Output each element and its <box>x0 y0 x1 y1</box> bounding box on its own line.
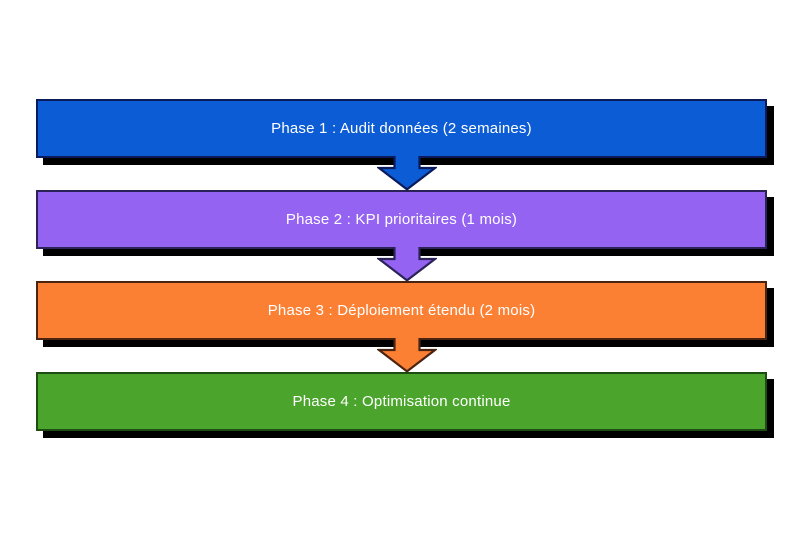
phase-1-label: Phase 1 : Audit données (2 semaines) <box>271 120 532 137</box>
phase-3-label: Phase 3 : Déploiement étendu (2 mois) <box>267 302 536 319</box>
phase-4-label: Phase 4 : Optimisation continue <box>292 393 511 410</box>
phase-2-box: Phase 2 : KPI prioritaires (1 mois) <box>36 190 767 249</box>
arrow-down-icon <box>377 338 437 373</box>
phase-2-label: Phase 2 : KPI prioritaires (1 mois) <box>285 211 518 228</box>
arrow-down-icon <box>377 247 437 282</box>
phase-1-box: Phase 1 : Audit données (2 semaines) <box>36 99 767 158</box>
phase-4-box: Phase 4 : Optimisation continue <box>36 372 767 431</box>
arrow-down-icon <box>377 156 437 191</box>
phase-3-box: Phase 3 : Déploiement étendu (2 mois) <box>36 281 767 340</box>
